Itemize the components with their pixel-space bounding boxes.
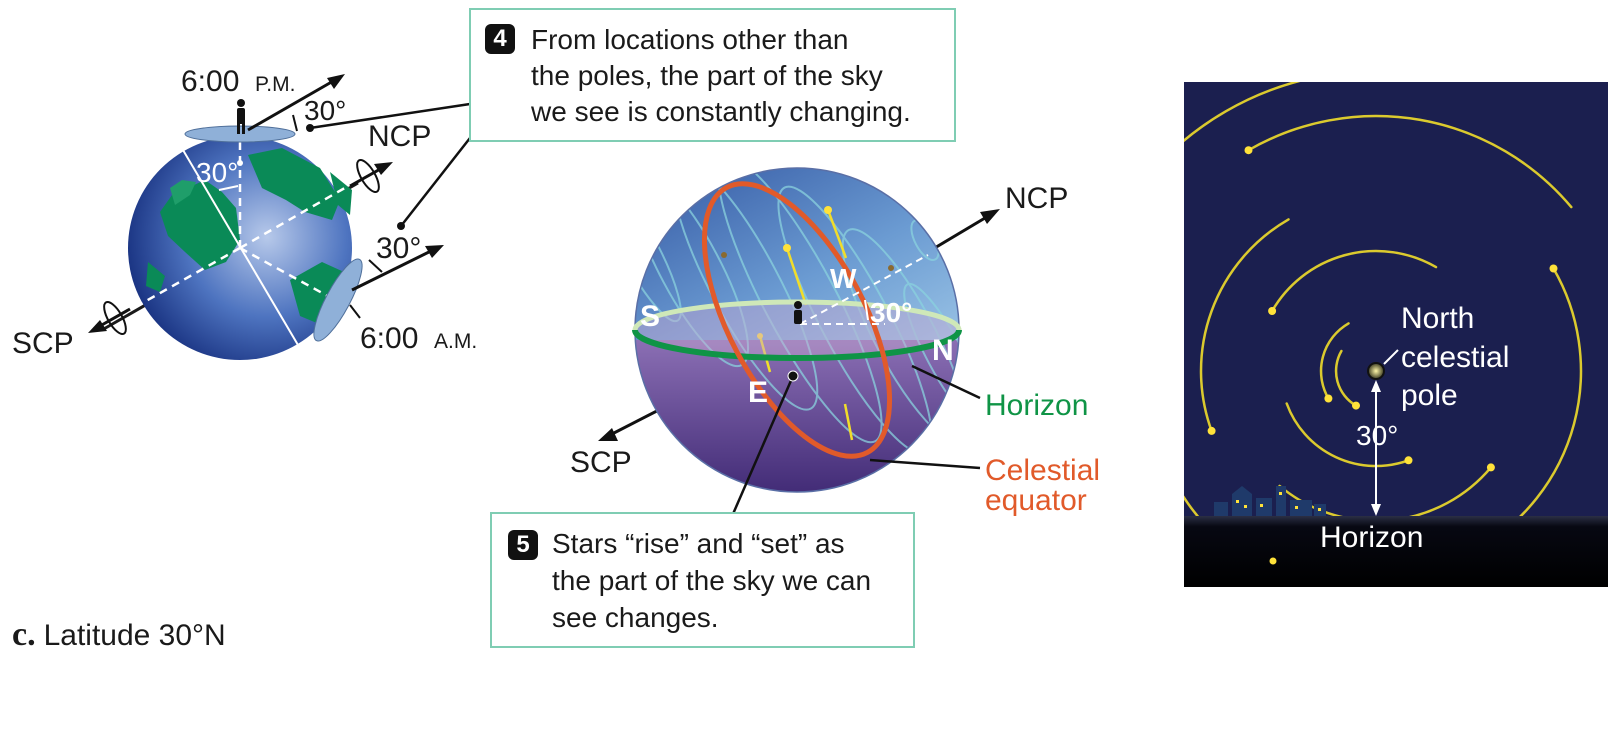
rotation-arrow-icon: [103, 159, 380, 335]
sky-dome-lower: [635, 340, 959, 492]
evening-ncp-arrow: [247, 78, 336, 132]
angle-right-label: 30°: [376, 232, 421, 265]
star: [1315, 692, 1323, 700]
ncp-label-middle: NCP: [1005, 182, 1068, 215]
observer-horizon-disk-right: [313, 258, 363, 342]
caption-text: Latitude 30°N: [43, 619, 226, 652]
altitude-angle-label: 30°: [1356, 420, 1398, 451]
horizon-ring-front: [632, 329, 962, 361]
star: [1404, 456, 1413, 465]
callout-4-leader-bottom: [400, 137, 471, 227]
ground-star: [1269, 557, 1277, 565]
callout-5-line-1: Stars “rise” and “set” as: [552, 528, 845, 559]
angle-top-label: 30°: [304, 95, 346, 126]
callout-5-box: 5 Stars “rise” and “set” as the part of …: [490, 512, 915, 648]
star: [1549, 264, 1558, 273]
callout-4-number-badge: 4: [485, 24, 515, 54]
star: [1268, 307, 1277, 315]
star-trail: [1247, 114, 1573, 209]
callout-4-box: 4 From locations other than the poles, t…: [469, 8, 956, 142]
horizon-label-right: Horizon: [1320, 521, 1423, 554]
town-silhouette-icon: [1214, 486, 1326, 516]
direction-s-label: S: [640, 300, 660, 333]
star: [1207, 426, 1216, 435]
scp-label-middle: SCP: [570, 446, 632, 479]
axis-dashed-inside: [239, 183, 351, 250]
star-trail: [1319, 322, 1350, 400]
person-icon: [237, 99, 245, 134]
morning-time-label: 6:00: [360, 322, 418, 355]
callout-5-line-2: the part of the sky we can: [552, 565, 872, 596]
angle-latitude-label: 30°: [196, 157, 238, 188]
night-sky-panel: North celestial pole 30° Horizon: [1090, 82, 1608, 700]
morning-ncp-arrow: [351, 248, 434, 292]
callout-4-line-2: the poles, the part of the sky: [531, 60, 883, 91]
sphere-stars: [721, 206, 894, 339]
callout-5-number-badge: 5: [508, 530, 538, 560]
star-trail: [1184, 82, 1301, 143]
horizon-leader-line: [911, 364, 981, 400]
sphere-angle-label: 30°: [870, 297, 912, 328]
evening-time-label: 6:00: [181, 65, 239, 98]
horizon-label-middle: Horizon: [985, 389, 1088, 422]
observer-person-icon: [794, 301, 802, 324]
star: [1486, 463, 1495, 472]
star: [1244, 146, 1253, 155]
equator-label-line2: equator: [985, 484, 1087, 517]
star: [1090, 264, 1098, 272]
callout-4-line-1: From locations other than: [531, 24, 849, 55]
star: [1352, 401, 1360, 410]
pole-label-line3: pole: [1401, 379, 1458, 412]
callout-5-leader: [731, 375, 795, 515]
figure-caption: c.Latitude 30°N: [12, 616, 226, 654]
direction-n-label: N: [932, 334, 954, 367]
star-trail: [1285, 402, 1410, 468]
ground: [1184, 516, 1608, 587]
star: [1422, 648, 1430, 656]
scp-label-left: SCP: [12, 327, 74, 360]
star-trail: [1334, 349, 1358, 407]
equator-label-line1: Celestial: [985, 454, 1100, 487]
sphere-star-trails: [758, 209, 854, 441]
celestial-sphere-panel: NCP SCP S W N E 30° Horizon Celestial eq…: [570, 167, 1100, 517]
pole-label-line1: North: [1401, 302, 1474, 335]
star: [1324, 394, 1333, 403]
continents: [146, 148, 352, 326]
star-trail: [1270, 249, 1438, 313]
evening-suffix-label: P.M.: [255, 73, 295, 96]
callout-5-line-3: see changes.: [552, 602, 719, 633]
equator-leader-line: [869, 458, 981, 470]
ncp-label-left: NCP: [368, 120, 431, 153]
caption-letter: c.: [12, 616, 36, 653]
star-trail: [1199, 218, 1290, 433]
morning-suffix-label: A.M.: [434, 330, 477, 353]
direction-e-label: E: [748, 376, 768, 409]
callout-4-leader-top: [309, 102, 471, 130]
pole-label-line2: celestial: [1401, 341, 1509, 374]
north-celestial-pole-marker: [1367, 362, 1385, 380]
direction-w-label: W: [830, 263, 857, 294]
night-sky-background: [1184, 82, 1608, 587]
celestial-equator-ring: [701, 181, 893, 459]
earth-panel: 6:00 P.M. 30° NCP 30° 30° SCP 6:00 A.M.: [12, 65, 477, 360]
callout-4-line-3: we see is constantly changing.: [531, 96, 911, 127]
